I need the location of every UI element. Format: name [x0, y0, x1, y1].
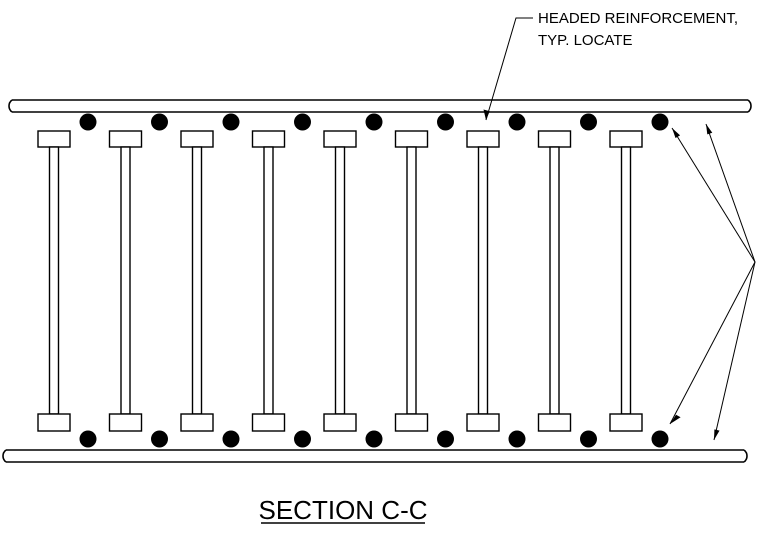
bar-head-top — [537, 130, 572, 148]
headed-bar — [323, 130, 357, 432]
bar-shank — [477, 146, 489, 415]
bar-head-bottom — [323, 413, 357, 432]
leader-line-to-bottom-slab — [713, 261, 756, 441]
bottom-rebar-dot — [508, 430, 526, 448]
top-rebar-dot — [580, 113, 597, 131]
bottom-rebar-dot — [437, 430, 454, 448]
top-rebar-dot — [365, 113, 383, 131]
headed-bar — [609, 130, 643, 432]
bar-head-top — [609, 130, 643, 148]
leader-line-to-top-rebar — [671, 127, 756, 263]
headed-bar — [251, 130, 286, 432]
bar-head-top — [394, 130, 429, 148]
bottom-rebar-dot — [222, 430, 240, 448]
bar-head-top — [108, 130, 143, 148]
bar-head-top — [180, 130, 214, 148]
section-title: SECTION C-C — [259, 495, 428, 525]
bar-shank — [120, 146, 131, 415]
bar-head-bottom — [180, 413, 214, 432]
top-rebar-group — [79, 113, 669, 131]
bar-head-bottom — [466, 413, 500, 432]
headed-bar — [394, 130, 429, 432]
bar-head-top — [466, 130, 500, 148]
top-rebar-dot — [151, 113, 168, 131]
bar-head-bottom — [108, 413, 143, 432]
bar-shank — [191, 146, 203, 415]
bar-shank — [48, 146, 60, 415]
annotation-line-2: TYP. LOCATE — [538, 32, 632, 49]
top-slab-edge — [8, 99, 752, 113]
arrowhead-bottom-slab — [714, 429, 720, 440]
bottom-rebar-dot — [294, 430, 311, 448]
bar-head-bottom — [251, 413, 286, 432]
top-rebar-dot — [508, 113, 526, 131]
headed-bar — [466, 130, 500, 432]
headed-bar — [537, 130, 572, 432]
annotation-line-1: HEADED REINFORCEMENT, — [538, 10, 738, 27]
bar-shank — [334, 146, 346, 415]
bar-head-bottom — [609, 413, 643, 432]
bar-head-top — [251, 130, 286, 148]
top-rebar-dot — [294, 113, 311, 131]
bar-head-bottom — [394, 413, 429, 432]
headed-bar — [37, 130, 71, 432]
arrowhead-headed — [483, 109, 490, 120]
bottom-slab-edge — [2, 449, 748, 463]
bar-head-top — [37, 130, 71, 148]
bottom-rebar-dot — [79, 430, 97, 448]
bar-shank — [549, 146, 560, 415]
top-rebar-dot — [222, 113, 240, 131]
headed-bar — [108, 130, 143, 432]
bar-shank — [406, 146, 417, 415]
bottom-rebar-dot — [580, 430, 597, 448]
top-rebar-dot — [79, 113, 97, 131]
bottom-rebar-group — [79, 430, 669, 448]
top-rebar-dot — [437, 113, 454, 131]
leader-arrowheads — [483, 109, 720, 440]
bottom-rebar-dot — [151, 430, 168, 448]
headed-bar — [180, 130, 214, 432]
bar-head-bottom — [37, 413, 71, 432]
arrowhead-bottom-rebar — [670, 414, 681, 424]
leader-line-headed — [485, 17, 533, 121]
bar-head-top — [323, 130, 357, 148]
annotation-leaders — [485, 17, 756, 441]
leader-line-to-top-slab — [705, 123, 756, 263]
bar-shank — [620, 146, 632, 415]
bar-head-bottom — [537, 413, 572, 432]
arrowhead-top-slab — [706, 124, 713, 135]
bottom-rebar-dot — [365, 430, 383, 448]
bar-shank — [263, 146, 274, 415]
bottom-rebar-dot — [651, 430, 669, 448]
leader-line-to-bottom-rebar — [669, 261, 756, 425]
arrowhead-top-rebar — [672, 128, 681, 138]
headed-reinforcement-group — [37, 130, 643, 432]
top-rebar-dot — [651, 113, 669, 131]
